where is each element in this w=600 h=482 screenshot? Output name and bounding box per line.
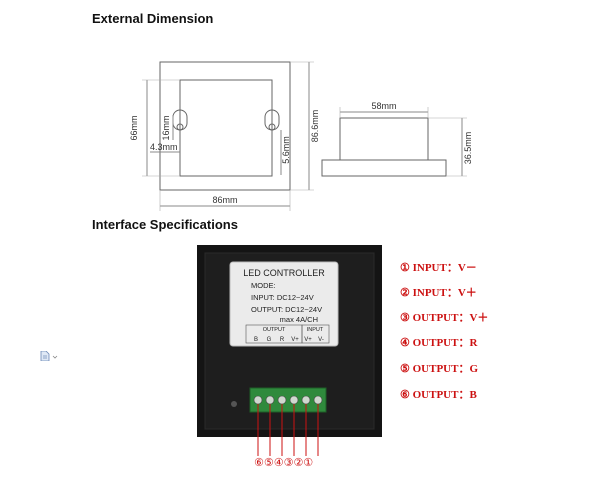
dim-36-5: 36.5mm xyxy=(463,132,473,165)
dim-86-6: 86.6mm xyxy=(310,110,320,143)
label-title: LED CONTROLLER xyxy=(243,268,325,278)
outer-frame xyxy=(159,61,291,191)
legend-item-6: ⑥ OUTPUT：B xyxy=(400,389,477,401)
inner-body xyxy=(179,79,273,177)
legend-item-1: ① INPUT：V－ xyxy=(400,262,477,274)
terminal-leaders xyxy=(257,404,319,456)
terminal-label-vminus: V- xyxy=(318,337,324,343)
side-body xyxy=(339,117,429,161)
legend-item-2: ② INPUT：V＋ xyxy=(400,287,477,299)
label-output: OUTPUT: DC12~24V xyxy=(251,305,322,314)
label-max-current: max 4A/CH xyxy=(280,315,318,324)
indicator-led xyxy=(231,401,237,407)
heading-interface-specifications: Interface Specifications xyxy=(92,217,238,232)
label-output-group: OUTPUT xyxy=(263,327,286,333)
terminal-label-b: B xyxy=(254,337,258,343)
dim-86: 86mm xyxy=(212,195,237,205)
legend-item-5: ⑤ OUTPUT：G xyxy=(400,363,479,375)
terminal-label-vplus-in: V+ xyxy=(304,337,312,343)
device-photo: LED CONTROLLER MODE: INPUT: DC12~24V OUT… xyxy=(197,245,382,469)
terminal-screws xyxy=(253,395,323,405)
label-input: INPUT: DC12~24V xyxy=(251,293,314,302)
side-plate xyxy=(321,159,447,177)
mount-hole-right xyxy=(268,123,276,131)
terminal-label-r: R xyxy=(280,337,285,343)
terminal-label-g: G xyxy=(267,337,272,343)
dim-16: 16mm xyxy=(161,115,171,140)
terminal-numbers: ⑥⑤④③②① xyxy=(254,456,313,469)
input-group-box xyxy=(301,324,330,344)
terminal-block xyxy=(249,387,327,413)
document-icon[interactable] xyxy=(40,351,58,361)
label-mode: MODE: xyxy=(251,281,276,290)
dim-66: 66mm xyxy=(129,115,139,140)
mount-hole-left xyxy=(176,123,184,131)
dim-5-6: 5.6mm xyxy=(281,136,291,164)
dim-4-3: 4.3mm xyxy=(150,142,178,152)
legend-item-3: ③ OUTPUT：V＋ xyxy=(400,312,489,324)
legend-item-4: ④ OUTPUT：R xyxy=(400,337,478,349)
dim-58: 58mm xyxy=(371,101,396,111)
terminal-label-vplus-out: V+ xyxy=(291,337,299,343)
side-view xyxy=(321,107,467,177)
front-view xyxy=(142,61,314,211)
label-input-group: INPUT xyxy=(307,327,324,333)
heading-external-dimension: External Dimension xyxy=(92,11,214,26)
